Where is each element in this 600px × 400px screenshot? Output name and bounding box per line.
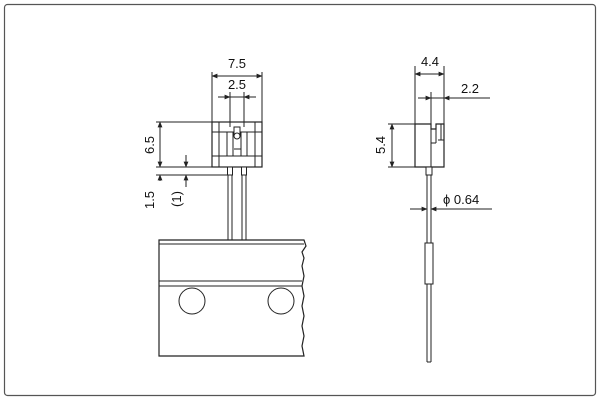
- drawing-frame: [3, 3, 597, 397]
- side-component-body: [414, 123, 445, 168]
- carrier-tape: [158, 239, 307, 357]
- side-lead: [424, 166, 434, 363]
- dim-label-lead-offset-ref: (1): [169, 191, 184, 207]
- dim-width-total: [211, 72, 263, 122]
- dim-label-depth-partial: 2.2: [461, 81, 479, 96]
- dim-lead-offset: [156, 155, 227, 187]
- dim-label-lead-offset: 1.5: [142, 191, 157, 209]
- dim-body-height: [156, 121, 212, 168]
- dim-depth-total: [414, 66, 445, 124]
- front-view: [156, 72, 307, 357]
- dim-label-width-total: 7.5: [228, 56, 246, 71]
- dim-label-depth-total: 4.4: [421, 54, 439, 69]
- dim-label-side-body-height: 5.4: [373, 136, 388, 154]
- dim-pin-pitch: [218, 92, 256, 127]
- sprocket-hole: [178, 287, 206, 315]
- dim-depth-partial: [418, 92, 490, 124]
- dim-label-pin-pitch: 2.5: [228, 77, 246, 92]
- dim-label-lead-diameter: ϕ 0.64: [443, 192, 479, 207]
- dim-side-body-height: [388, 123, 415, 168]
- front-component-body: [211, 121, 263, 168]
- sprocket-hole: [267, 287, 295, 315]
- side-view: [388, 66, 492, 363]
- dim-label-body-height: 6.5: [142, 136, 157, 154]
